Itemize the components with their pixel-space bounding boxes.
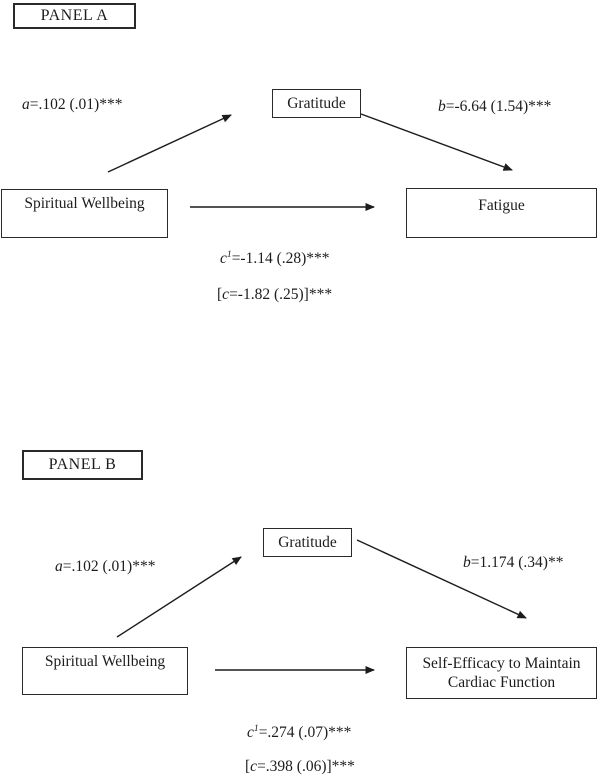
c-prime-variable: c bbox=[220, 250, 227, 267]
panel-a-path-a-label: a=.102 (.01)*** bbox=[22, 96, 122, 114]
panel-b-predictor-box: Spiritual Wellbeing bbox=[22, 647, 188, 695]
c-prime-superscript: 1 bbox=[253, 722, 259, 734]
panel-b-predictor-label: Spiritual Wellbeing bbox=[44, 653, 166, 670]
panel-a-path-b-arrow bbox=[360, 113, 513, 171]
panel-a-path-b-label: b=-6.64 (1.54)*** bbox=[438, 98, 551, 116]
panel-a-title-box: PANEL A bbox=[13, 3, 136, 29]
c-total-bracket: [ bbox=[217, 286, 223, 303]
path-a-estimate: =.102 (.01)*** bbox=[29, 96, 123, 113]
c-total-estimate: =-1.82 (.25)]*** bbox=[229, 286, 333, 303]
c-total-variable: c bbox=[222, 286, 230, 303]
panel-b-outcome-label: Self-Efficacy to Maintain Cardiac Functi… bbox=[422, 654, 581, 691]
panel-a-outcome-label: Fatigue bbox=[478, 197, 525, 214]
panel-a-direct-effect-label: c1=-1.14 (.28)*** bbox=[220, 250, 330, 268]
panel-b-direct-effect-label: c1=.274 (.07)*** bbox=[247, 724, 351, 742]
path-b-estimate: =1.174 (.34)** bbox=[470, 554, 564, 571]
panel-a-predictor-label: Spiritual Wellbeing bbox=[24, 195, 145, 212]
path-b-variable: b bbox=[463, 554, 471, 571]
path-a-estimate: =.102 (.01)*** bbox=[62, 558, 156, 575]
panel-b-mediator-box: Gratitude bbox=[263, 528, 352, 557]
path-b-variable: b bbox=[438, 98, 446, 115]
c-prime-superscript: 1 bbox=[226, 248, 232, 260]
panel-b-total-effect-label: [c=.398 (.06)]*** bbox=[245, 758, 355, 776]
c-prime-variable: c bbox=[247, 724, 254, 741]
c-prime-estimate: =-1.14 (.28)*** bbox=[231, 250, 330, 267]
panel-b-mediator-label: Gratitude bbox=[278, 533, 337, 551]
c-total-estimate: =.398 (.06)]*** bbox=[257, 758, 355, 775]
panel-b-path-a-label: a=.102 (.01)*** bbox=[55, 558, 155, 576]
panel-b-path-a-arrow bbox=[116, 556, 242, 638]
panel-b-path-b-arrow bbox=[356, 539, 527, 619]
path-b-estimate: =-6.64 (1.54)*** bbox=[445, 98, 552, 115]
panel-b-title-box: PANEL B bbox=[22, 450, 143, 480]
path-a-variable: a bbox=[55, 558, 63, 575]
panel-b-path-b-label: b=1.174 (.34)** bbox=[463, 554, 563, 572]
panel-b-title: PANEL B bbox=[48, 456, 117, 473]
panel-a-path-a-arrow bbox=[107, 114, 232, 173]
panel-a-title: PANEL A bbox=[40, 7, 109, 24]
path-a-variable: a bbox=[22, 96, 30, 113]
panel-b-outcome-box: Self-Efficacy to Maintain Cardiac Functi… bbox=[406, 647, 597, 699]
c-prime-estimate: =.274 (.07)*** bbox=[258, 724, 352, 741]
panel-a-mediator-box: Gratitude bbox=[272, 89, 361, 118]
panel-a-total-effect-label: [c=-1.82 (.25)]*** bbox=[217, 286, 332, 304]
c-total-bracket: [ bbox=[245, 758, 251, 775]
panel-a-outcome-box: Fatigue bbox=[406, 188, 597, 238]
panel-a-mediator-label: Gratitude bbox=[287, 94, 346, 112]
c-total-variable: c bbox=[250, 758, 258, 775]
panel-a-predictor-box: Spiritual Wellbeing bbox=[1, 189, 168, 238]
